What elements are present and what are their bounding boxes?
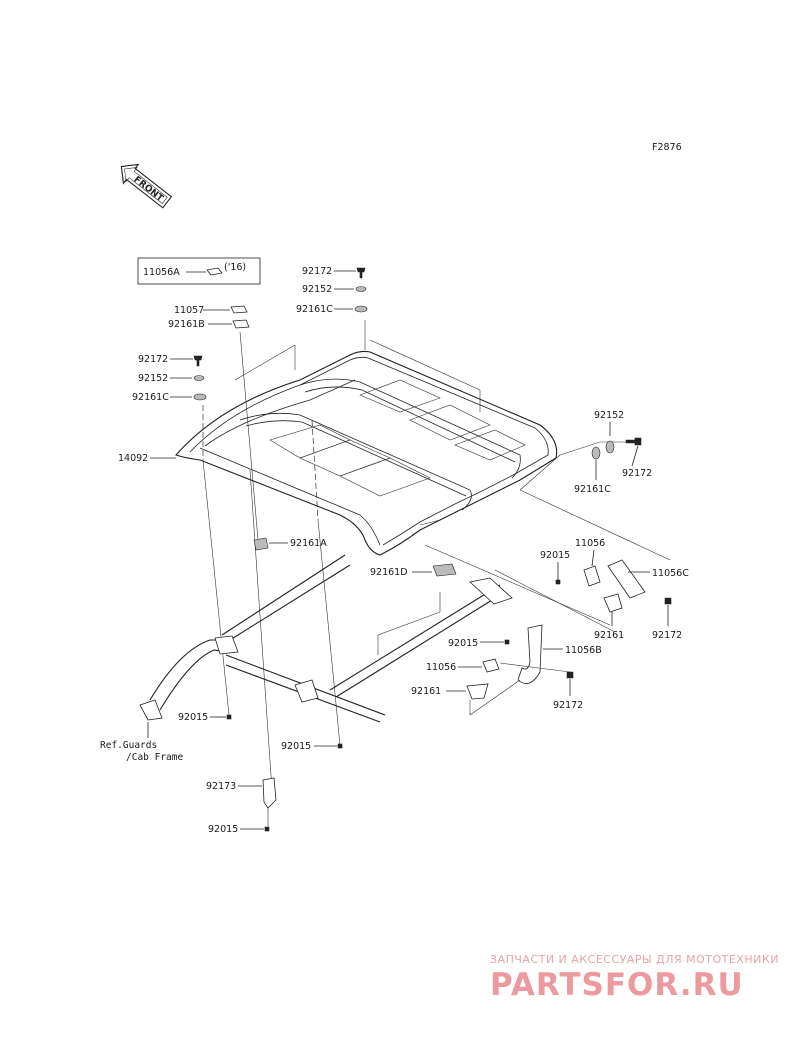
callout-92152-top: 92152 — [302, 284, 332, 295]
frame-bracket-right — [469, 577, 513, 605]
callout-92152-left: 92152 — [138, 373, 168, 384]
callout-92015-e: 92015 — [208, 824, 238, 835]
pad-92161-a — [603, 593, 623, 613]
figure-code: F2876 — [652, 142, 682, 153]
callout-92015-d: 92015 — [281, 741, 311, 752]
washer-92152-top — [355, 286, 367, 292]
clamp-92173 — [262, 777, 277, 809]
callout-92172-c: 92172 — [553, 700, 583, 711]
callout-92161-a: 92161 — [594, 630, 624, 641]
bolt-92172-left — [193, 355, 203, 367]
front-arrow-icon: FRONT — [120, 163, 173, 209]
grommet-92161c-left — [193, 393, 207, 401]
nut-92015-c — [226, 714, 232, 720]
callout-92161-b: 92161 — [411, 686, 441, 697]
roof-panel — [175, 350, 558, 556]
callout-92015-c: 92015 — [178, 712, 208, 723]
frame-foot — [139, 699, 163, 721]
bolt-92172-right — [625, 437, 642, 446]
bracket-11056-b — [482, 658, 500, 673]
bolt-92172-top — [356, 267, 366, 279]
pad-92161a — [253, 537, 269, 551]
pad-92161b — [232, 319, 250, 329]
bracket-11056b — [517, 624, 543, 684]
callout-92172-b: 92172 — [652, 630, 682, 641]
frame-bracket-front — [294, 679, 319, 703]
callout-14092: 14092 — [118, 453, 148, 464]
callout-92161d: 92161D — [370, 567, 408, 578]
callout-92172-top: 92172 — [302, 266, 332, 277]
nut-92015-a — [555, 579, 561, 585]
callout-92161b: 92161B — [168, 319, 205, 330]
callout-92172-right: 92172 — [622, 468, 652, 479]
callout-11056-a: 11056 — [575, 538, 605, 549]
ref-guards-label: Ref.Guards — [100, 740, 157, 751]
callout-11056b: 11056B — [565, 645, 602, 656]
nut-92015-b — [504, 639, 510, 645]
callout-11056-b: 11056 — [426, 662, 456, 673]
grommet-92161c-top — [354, 305, 368, 313]
callout-92172-left: 92172 — [138, 354, 168, 365]
pad-92161d — [432, 563, 457, 577]
year-note: ('16) — [224, 262, 246, 273]
watermark-tagline: ЗАПЧАСТИ И АКСЕССУАРЫ ДЛЯ МОТОТЕХНИКИ — [490, 953, 779, 966]
callout-11057: 11057 — [174, 305, 204, 316]
callout-92161c-right: 92161C — [574, 484, 611, 495]
clip-11056a — [206, 267, 223, 276]
nut-92015-e — [264, 826, 270, 832]
callout-92152-right: 92152 — [594, 410, 624, 421]
bracket-11057 — [230, 305, 248, 314]
callout-92173: 92173 — [206, 781, 236, 792]
callout-11056a: 11056A — [143, 267, 180, 278]
callout-92161c-left: 92161C — [132, 392, 169, 403]
watermark-brand: PARTSFOR.RU — [490, 967, 744, 1003]
frame-bracket-left — [214, 635, 239, 655]
nut-92015-d — [337, 743, 343, 749]
callout-11056c: 11056C — [652, 568, 689, 579]
pad-92161-b — [466, 683, 489, 700]
ref-cab-frame-label: /Cab Frame — [126, 752, 183, 763]
grommet-92161c-right — [591, 446, 601, 460]
washer-92152-left — [193, 375, 205, 381]
cab-frame — [139, 554, 616, 723]
bolt-92172-b — [664, 597, 672, 605]
callout-92015-a: 92015 — [540, 550, 570, 561]
bracket-11056-a — [583, 565, 601, 587]
callout-92161a: 92161A — [290, 538, 327, 549]
bracket-11056c — [607, 559, 646, 599]
washer-92152-right — [605, 440, 615, 454]
callout-92015-b: 92015 — [448, 638, 478, 649]
guide-lines — [202, 320, 671, 791]
callout-92161c-top: 92161C — [296, 304, 333, 315]
bolt-92172-c — [566, 671, 574, 679]
year-note-box — [137, 257, 261, 285]
